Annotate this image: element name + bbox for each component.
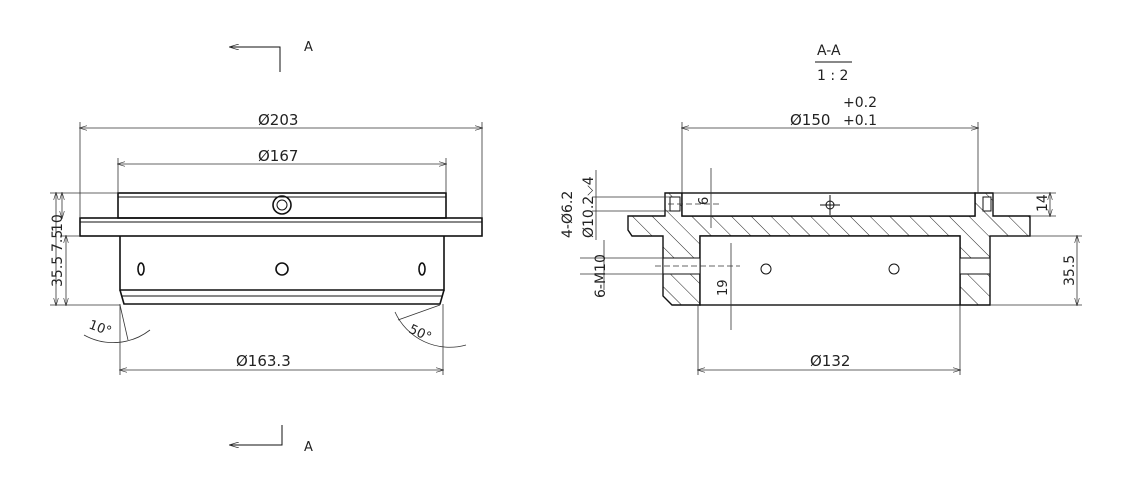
section-marker-top: A — [230, 40, 313, 72]
section-label-top: A — [304, 40, 313, 55]
section-hole-left — [760, 263, 772, 275]
dim-height-total: 35.5 — [50, 256, 66, 287]
side-hole-center — [275, 262, 289, 276]
dim-angle-left: 10° — [87, 318, 114, 340]
section-view: A-A 1 : 2 Ø150 +0.1 +0.2 Ø132 35.5 — [560, 43, 1082, 375]
section-title: A-A — [817, 43, 841, 59]
dim-height-mid: 7.5 — [50, 230, 66, 252]
front-view: Ø203 Ø167 Ø163.3 35.5 7.5 10 10° 50° — [50, 111, 483, 375]
dim-tol-lower: +0.1 — [843, 113, 877, 129]
dim-tol-upper: +0.2 — [843, 95, 877, 111]
thread-callout: 6-M10 — [593, 254, 609, 298]
dim-angle-right: 50° — [406, 322, 433, 345]
dim-height-top: 10 — [50, 214, 66, 232]
counterbore-callout: Ø10.2⌵4 — [581, 176, 597, 238]
dim-top-diameter: Ø167 — [258, 147, 298, 165]
section-marker-bottom: A — [230, 425, 313, 455]
side-hole-right — [418, 262, 426, 276]
dim-bottom-diameter: Ø163.3 — [236, 352, 291, 370]
section-label-bottom: A — [304, 440, 313, 455]
section-hole-right — [888, 263, 900, 275]
section-scale: 1 : 2 — [817, 68, 848, 84]
dim-thread-offset: 19 — [716, 279, 731, 296]
dim-outer-diameter: Ø203 — [258, 111, 298, 129]
dim-height: 35.5 — [1062, 255, 1078, 286]
holes-callout: 4-Ø6.2 — [560, 191, 576, 238]
dim-counterbore-depth: 6 — [697, 197, 712, 205]
dim-flange-height: 14 — [1035, 194, 1051, 212]
dim-inner-diameter: Ø132 — [810, 352, 850, 370]
side-hole-left — [137, 262, 145, 276]
top-hole-icon — [272, 195, 292, 215]
dim-bore-diameter: Ø150 — [790, 111, 830, 129]
